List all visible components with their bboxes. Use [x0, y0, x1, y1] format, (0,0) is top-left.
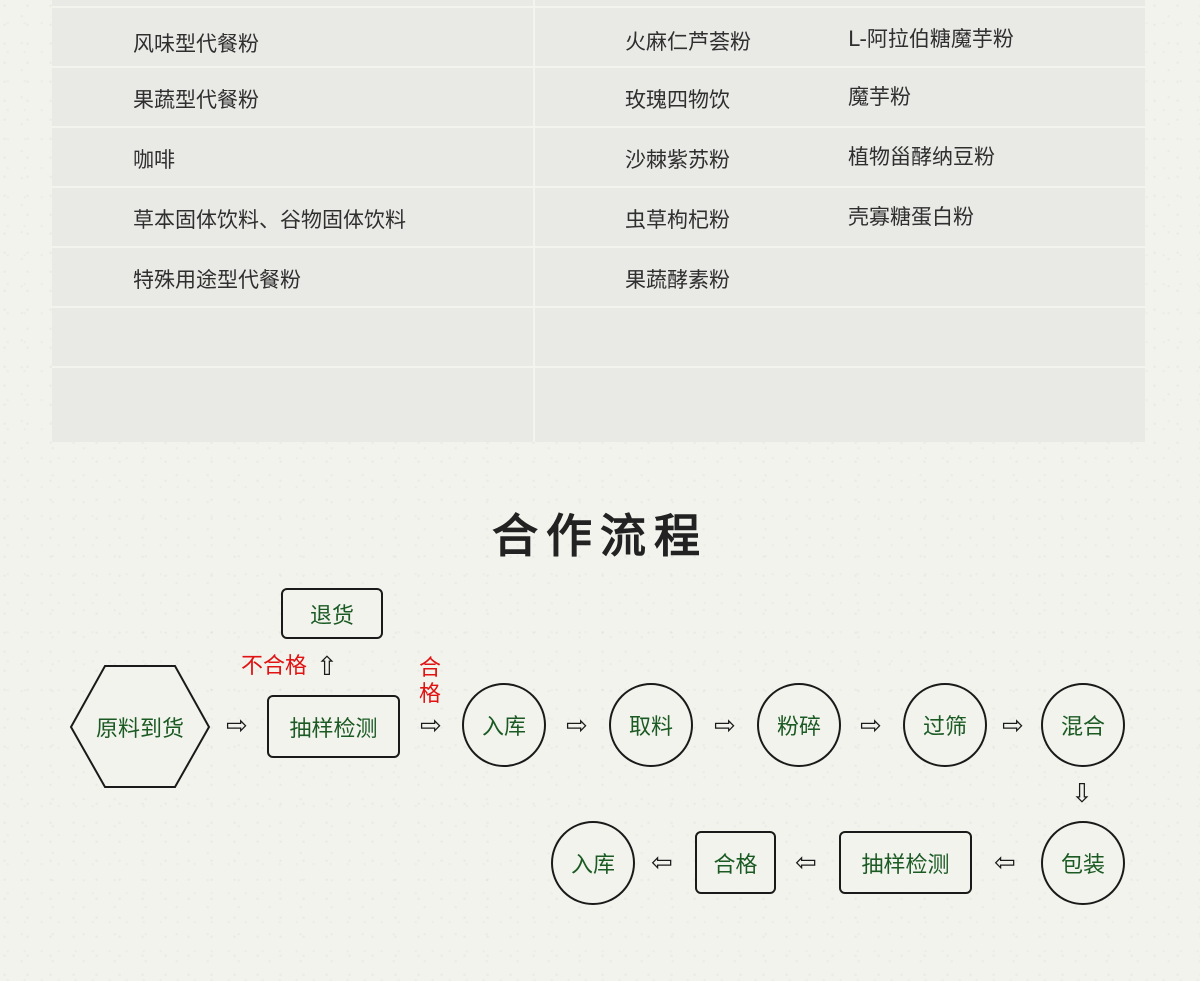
table-cell: 壳寡糖蛋白粉	[848, 205, 974, 229]
table-row: 果蔬型代餐粉 玫瑰四物饮 魔芋粉	[52, 68, 1145, 128]
arrow-right-icon: ⇨	[714, 711, 736, 741]
sample-test-node: 抽样检测	[267, 695, 400, 758]
arrow-left-icon: ⇦	[994, 848, 1016, 878]
arrow-right-icon: ⇨	[420, 711, 442, 741]
mix-node: 混合	[1041, 683, 1125, 767]
table-cell: 咖啡	[133, 148, 175, 172]
qualified-vertical-label: 合格	[418, 656, 441, 707]
column-divider	[533, 0, 535, 442]
arrow-up-icon: ⇧	[316, 652, 338, 682]
sieve-node: 过筛	[903, 683, 987, 767]
product-table: 风味型代餐粉 火麻仁芦荟粉 L-阿拉伯糖魔芋粉 果蔬型代餐粉 玫瑰四物饮 魔芋粉…	[52, 0, 1145, 442]
arrow-right-icon: ⇨	[860, 711, 882, 741]
table-cell: 果蔬型代餐粉	[133, 88, 259, 112]
table-row: 咖啡 沙棘紫苏粉 植物甾酵纳豆粉	[52, 128, 1145, 188]
table-row	[52, 368, 1145, 442]
table-cell: 火麻仁芦荟粉	[625, 30, 751, 54]
table-row: 草本固体饮料、谷物固体饮料 虫草枸杞粉 壳寡糖蛋白粉	[52, 188, 1145, 248]
arrow-right-icon: ⇨	[226, 711, 248, 741]
table-cell: 玫瑰四物饮	[625, 88, 730, 112]
table-row	[52, 308, 1145, 368]
arrow-left-icon: ⇦	[795, 848, 817, 878]
return-node: 退货	[281, 588, 383, 639]
section-title: 合作流程	[492, 509, 708, 563]
storage-node: 入库	[462, 683, 546, 767]
crush-node: 粉碎	[757, 683, 841, 767]
table-cell: 植物甾酵纳豆粉	[848, 145, 995, 169]
arrow-down-icon: ⇩	[1071, 779, 1093, 809]
table-cell: 果蔬酵素粉	[625, 268, 730, 292]
sample-test-node-2: 抽样检测	[839, 831, 972, 894]
table-cell: 沙棘紫苏粉	[625, 148, 730, 172]
raw-arrival-label: 原料到货	[95, 717, 184, 742]
packaging-node: 包装	[1041, 821, 1125, 905]
raw-arrival-node: 原料到货	[69, 665, 211, 789]
table-row: 风味型代餐粉 火麻仁芦荟粉 L-阿拉伯糖魔芋粉	[52, 6, 1145, 68]
arrow-right-icon: ⇨	[1002, 711, 1024, 741]
take-material-node: 取料	[609, 683, 693, 767]
hexagon-shape	[69, 665, 211, 788]
table-cell: 虫草枸杞粉	[625, 208, 730, 232]
unqualified-label: 不合格	[241, 654, 308, 679]
table-cell: L-阿拉伯糖魔芋粉	[848, 27, 1014, 51]
table-cell: 草本固体饮料、谷物固体饮料	[133, 208, 406, 232]
qualified-node: 合格	[695, 831, 776, 894]
table-cell: 风味型代餐粉	[133, 32, 259, 56]
arrow-left-icon: ⇦	[651, 848, 673, 878]
arrow-right-icon: ⇨	[566, 711, 588, 741]
table-cell: 特殊用途型代餐粉	[133, 268, 301, 292]
table-cell: 魔芋粉	[848, 85, 911, 109]
table-row: 特殊用途型代餐粉 果蔬酵素粉	[52, 248, 1145, 308]
storage-node-2: 入库	[551, 821, 635, 905]
